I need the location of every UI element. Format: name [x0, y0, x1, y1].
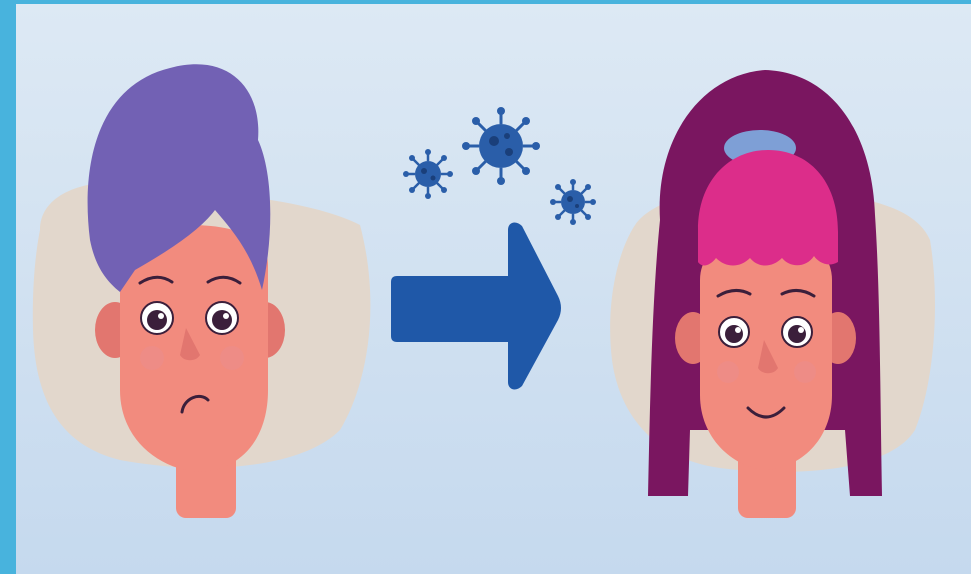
left-glint-left	[158, 313, 164, 319]
left-cheek-right	[220, 346, 244, 370]
virus-icon	[462, 107, 540, 185]
right-cheek-right	[794, 361, 816, 383]
virus-icon	[550, 179, 596, 225]
left-glint-right	[223, 313, 229, 319]
right-pupil-right	[788, 325, 806, 343]
right-glint-left	[735, 327, 741, 333]
left-pupil-right	[212, 310, 232, 330]
right-glint-right	[798, 327, 804, 333]
virus-icon	[403, 149, 453, 199]
left-pupil-left	[147, 310, 167, 330]
right-cheek-left	[717, 361, 739, 383]
right-pupil-left	[725, 325, 743, 343]
left-cheek-left	[140, 346, 164, 370]
